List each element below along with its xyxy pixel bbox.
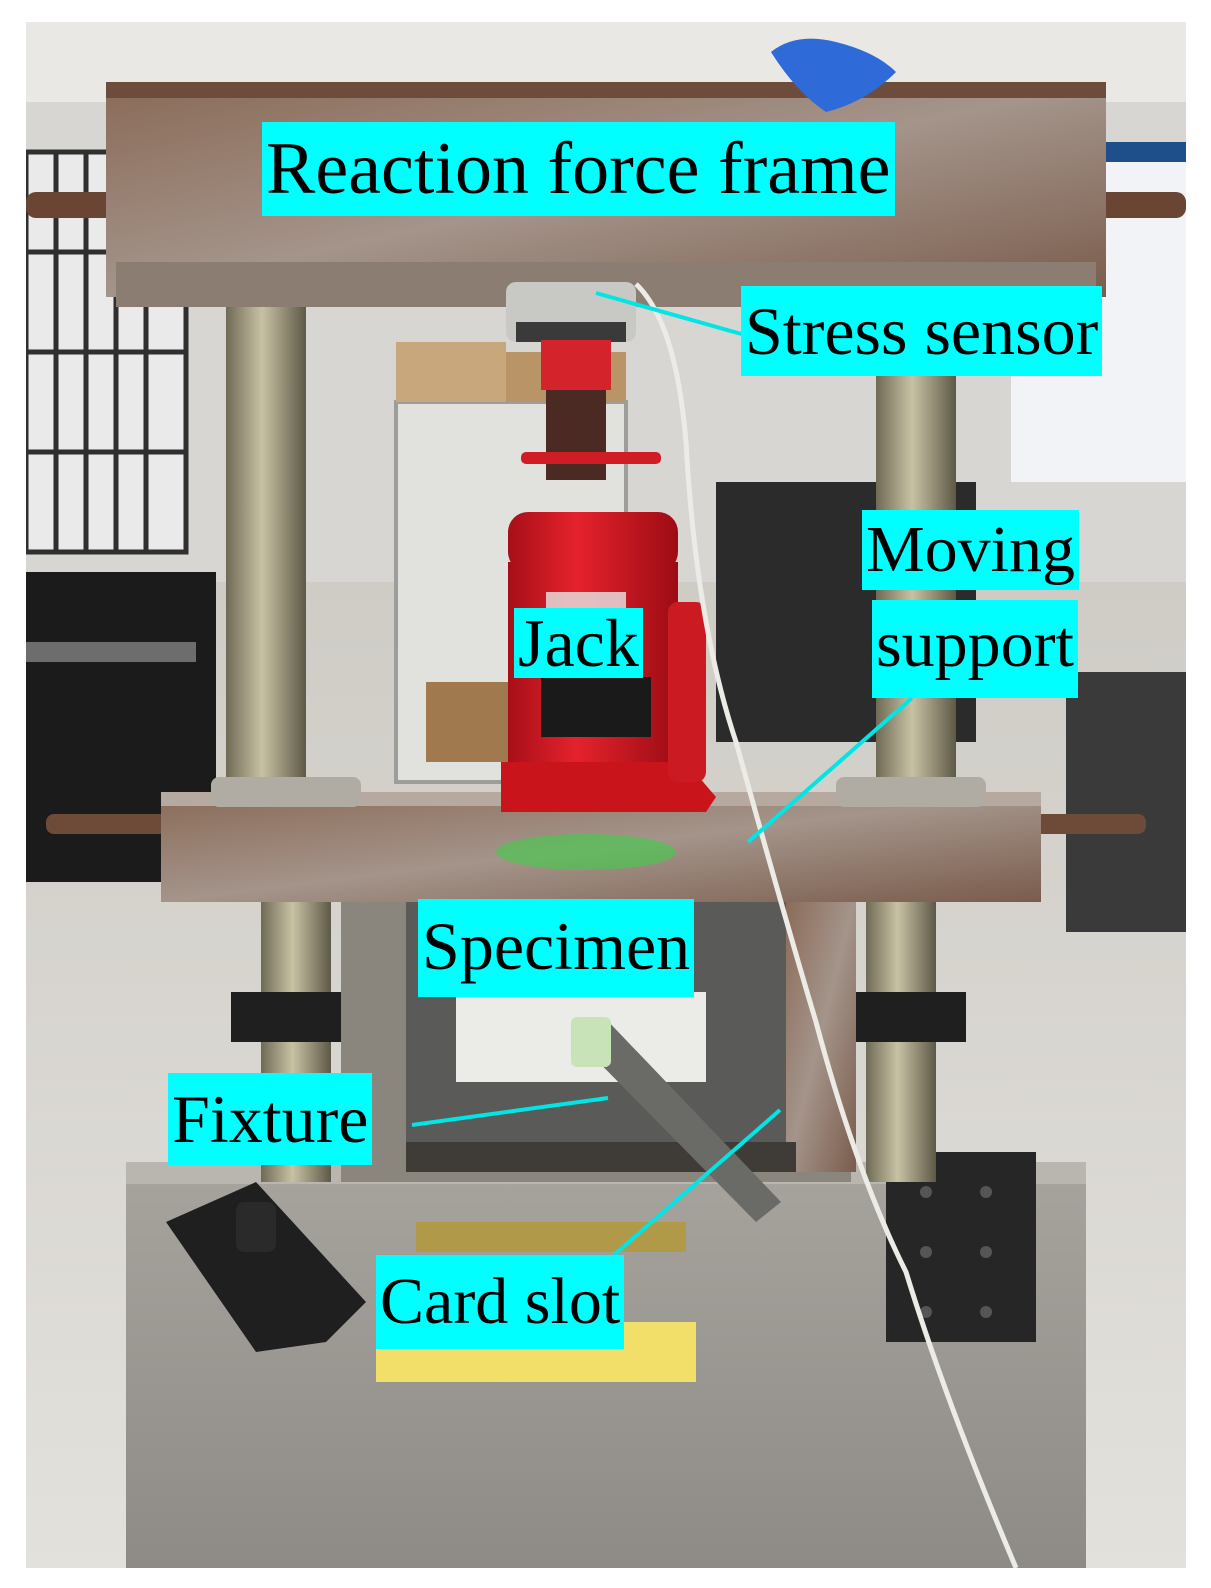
label-support: support [872, 600, 1078, 698]
label-fixture: Fixture [168, 1073, 373, 1165]
label-stress-sensor: Stress sensor [741, 286, 1103, 376]
test-rig-photo [26, 22, 1186, 1568]
label-reaction-force-frame: Reaction force frame [262, 122, 895, 216]
label-moving: Moving [862, 510, 1080, 590]
label-jack: Jack [514, 608, 643, 678]
label-card-slot: Card slot [376, 1255, 625, 1349]
label-specimen: Specimen [418, 899, 695, 997]
